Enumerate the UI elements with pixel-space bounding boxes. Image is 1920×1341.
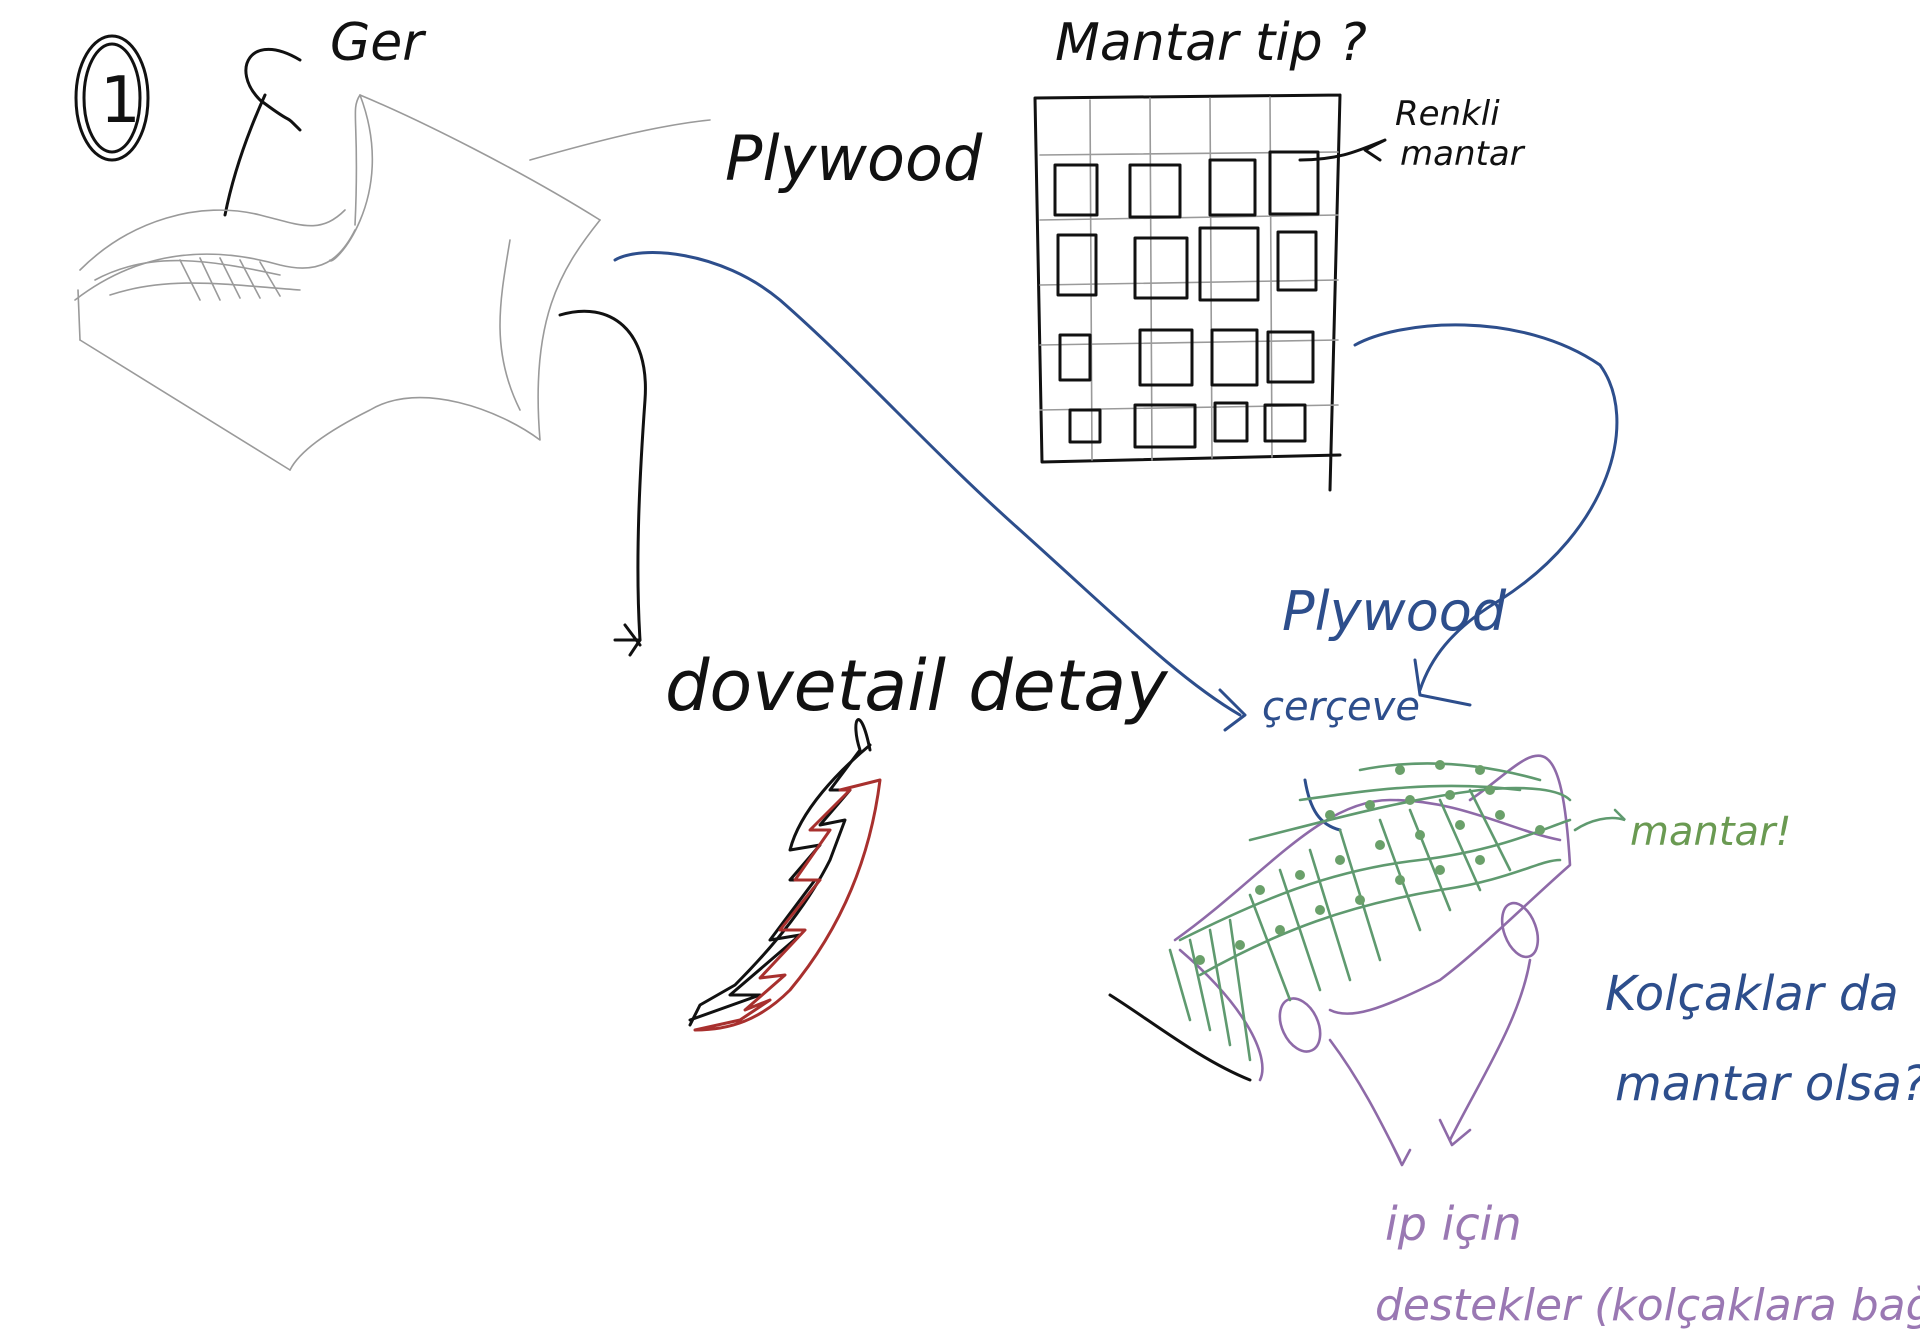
pencil-chair-sketch bbox=[74, 94, 711, 471]
mantar-question-label: Mantar tip ? bbox=[1055, 13, 1367, 73]
ger-label: Ger bbox=[330, 13, 427, 73]
blue-arrows bbox=[613, 251, 1619, 832]
plywood-top-annotation: Plywood bbox=[725, 122, 983, 195]
kolcaklar-label-line1: Kolçaklar da bbox=[1605, 966, 1899, 1022]
mantar-excl-label: mantar! bbox=[1630, 809, 1792, 855]
ip-label-line1: ip için bbox=[1385, 1197, 1522, 1251]
mantar-excl-annotation: mantar! bbox=[1573, 808, 1792, 855]
plywood-top-label: Plywood bbox=[725, 122, 983, 195]
ger-annotation: Ger bbox=[223, 13, 427, 217]
mantar-grid-panel: Mantar tip ? Renkli mantar bbox=[1033, 13, 1526, 492]
arrow-to-dovetail bbox=[558, 309, 647, 657]
plywood-frame-label: Plywood bbox=[1282, 580, 1507, 643]
renkli-label-line2: mantar bbox=[1400, 134, 1526, 174]
renkli-label-line1: Renkli bbox=[1395, 94, 1500, 134]
step-number-badge: 1 bbox=[74, 34, 150, 162]
step-number: 1 bbox=[100, 64, 141, 138]
ip-label-line2: destekler (kolçaklara bağlı) bbox=[1375, 1280, 1920, 1331]
kolcaklar-label-line2: mantar olsa? bbox=[1615, 1056, 1920, 1112]
dovetail-detail-sketch bbox=[688, 718, 882, 1032]
dovetail-label: dovetail detay bbox=[665, 645, 1169, 727]
cerceve-label: çerçeve bbox=[1262, 684, 1420, 730]
woven-chair-sketch bbox=[1108, 754, 1572, 1167]
